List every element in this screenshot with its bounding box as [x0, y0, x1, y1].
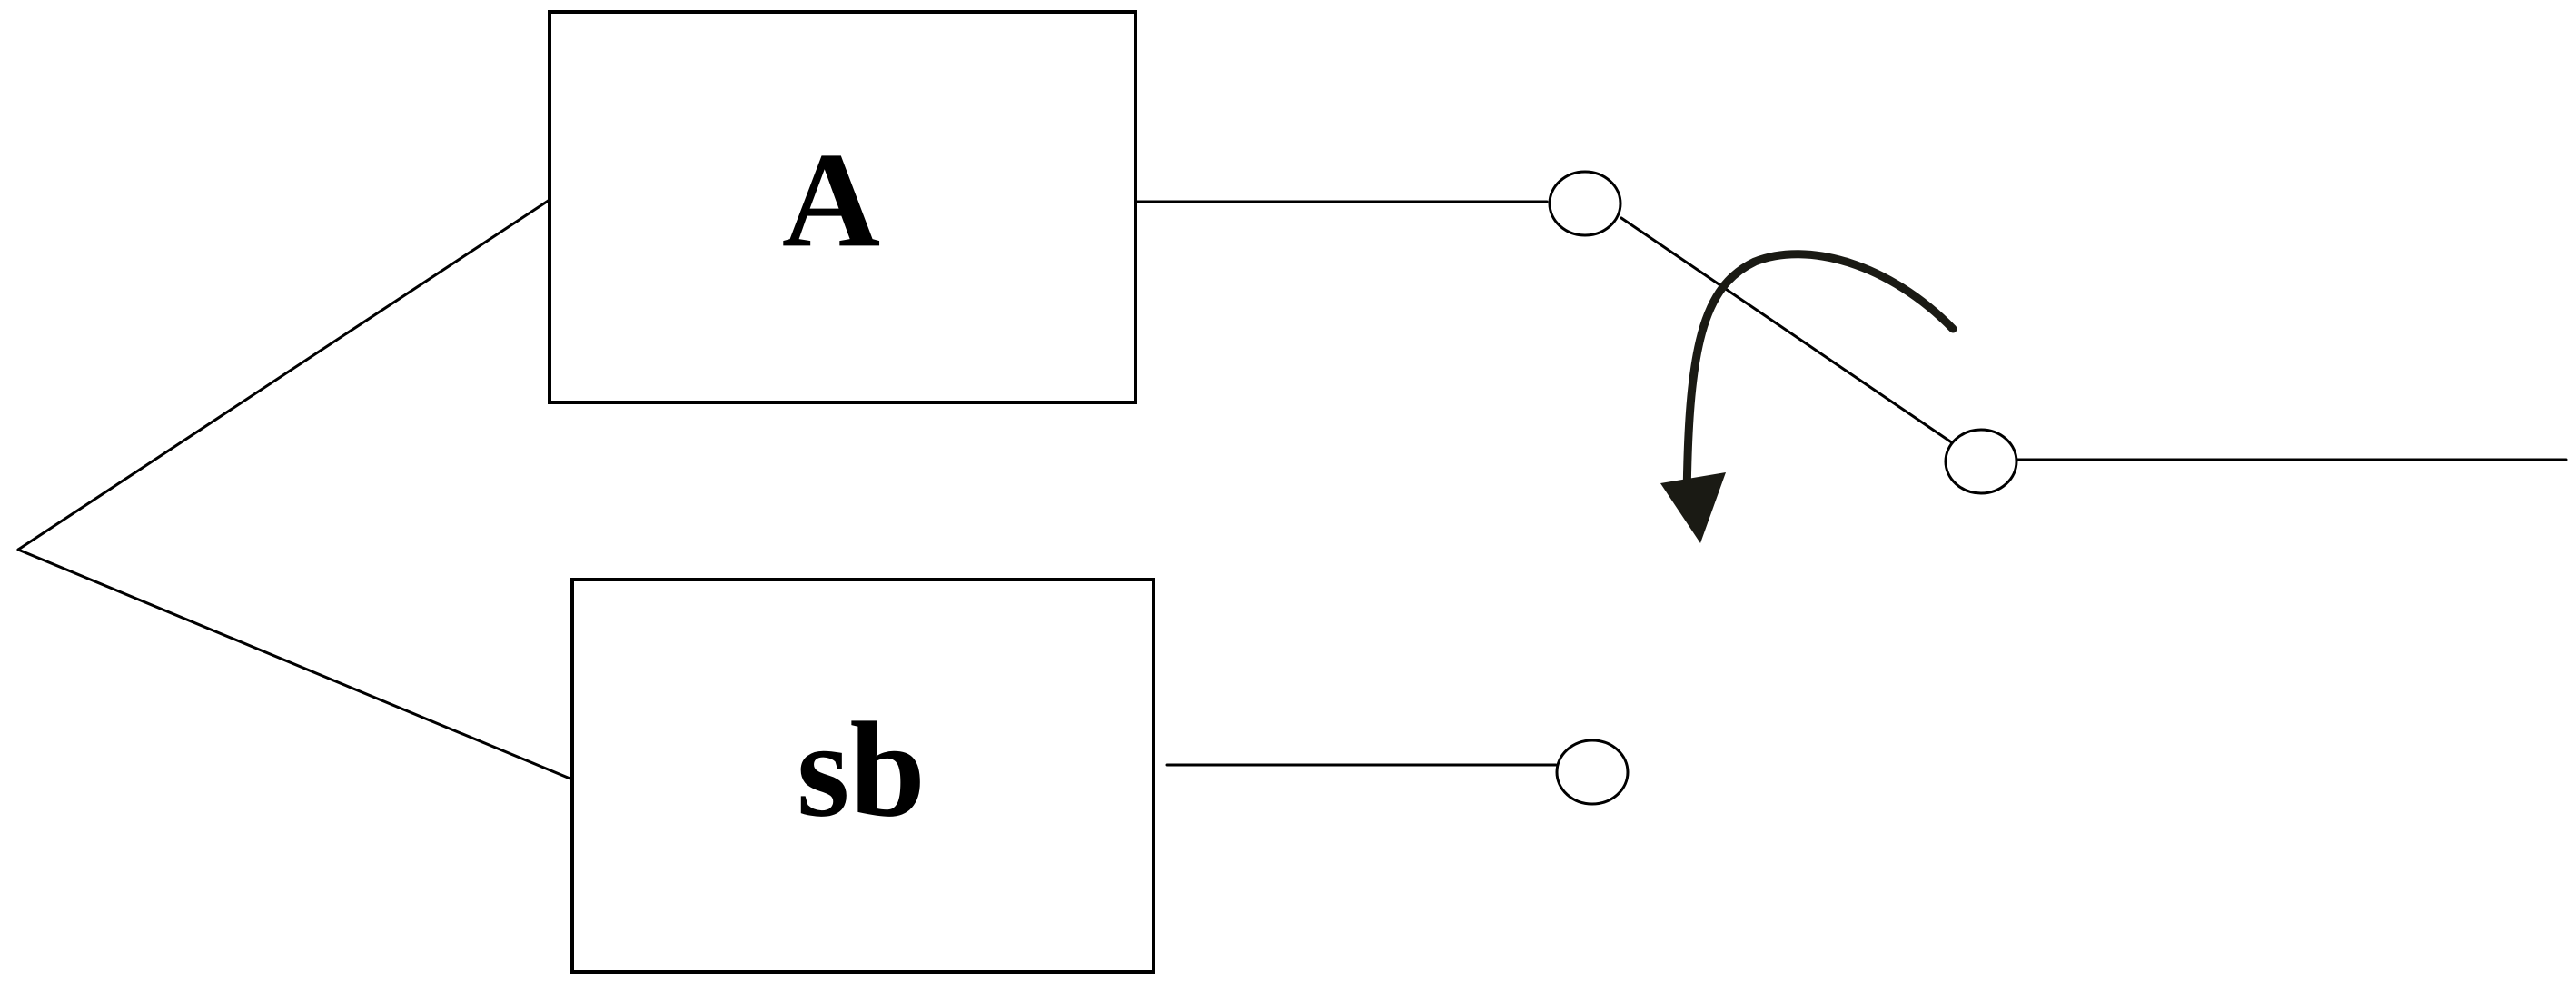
terminal-switch-output [1944, 428, 2018, 495]
switch-direction-arrow-icon [1660, 250, 1957, 543]
block-sb-label: sb [797, 694, 926, 845]
switch-blade [1620, 216, 1955, 445]
terminal-bottom-output [1555, 739, 1630, 806]
block-sb-frame [570, 578, 1155, 974]
input-wire-to-block-sb [16, 548, 574, 781]
block-a-frame [548, 10, 1137, 404]
block-a: A [548, 10, 1137, 404]
block-a-label: A [782, 124, 880, 275]
input-wire-to-block-a [16, 198, 551, 551]
block-sb: sb [570, 578, 1155, 974]
arrow-curve [1682, 250, 1957, 513]
arrow-head [1660, 472, 1726, 543]
terminal-top-output [1548, 170, 1622, 237]
